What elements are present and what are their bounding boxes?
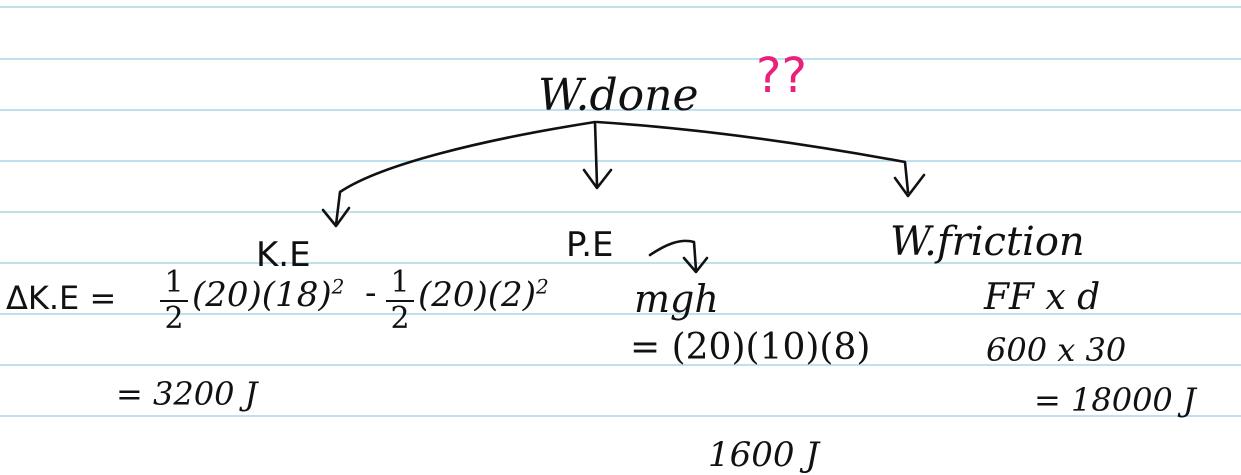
pe-formula: mgh [634, 277, 719, 321]
notebook-rule-line [0, 313, 1241, 315]
notebook-rule-line [0, 262, 1241, 264]
delta-ke-label: ΔK.E = [6, 279, 117, 317]
pe-result-partial: 1600 J [708, 435, 819, 475]
work-done-title: W.done [538, 70, 699, 121]
ke-term-2: (20)(2)2 [418, 274, 549, 315]
ke-label: K.E [256, 235, 311, 275]
arrow-to-pe [593, 120, 599, 187]
friction-formula: FF x d [984, 277, 1101, 318]
notebook-rule-line [0, 6, 1241, 8]
arrow-to-friction [595, 120, 910, 194]
tree-arrows [321, 120, 926, 274]
arrowhead-mgh [682, 256, 709, 274]
arrowhead-pe [582, 168, 613, 190]
fraction-half-1: 1 2 [160, 268, 188, 334]
notebook-rule-line [0, 211, 1241, 213]
arrowhead-ke [321, 206, 351, 228]
friction-substitution: 600 x 30 [986, 331, 1127, 369]
ke-result: = 3200 J [116, 375, 258, 413]
friction-label: W.friction [890, 219, 1085, 265]
pe-substitution: = (20)(10)(8) [630, 327, 871, 368]
arrow-pe-to-mgh [648, 239, 698, 272]
notebook-rule-line [0, 364, 1241, 366]
question-marks: ?? [756, 48, 807, 104]
notebook-rule-line [0, 109, 1241, 111]
friction-result: = 18000 J [1034, 381, 1196, 419]
notebook-rule-line [0, 415, 1241, 417]
ke-minus: - [365, 273, 377, 313]
pe-label: P.E [566, 225, 614, 265]
notebook-rule-line [0, 160, 1241, 162]
arrow-to-ke [334, 120, 597, 227]
notebook-rule-line [0, 58, 1241, 60]
arrowhead-friction [893, 173, 926, 198]
fraction-half-2: 1 2 [386, 268, 414, 334]
ke-term-1: (20)(18)2 [192, 274, 345, 315]
